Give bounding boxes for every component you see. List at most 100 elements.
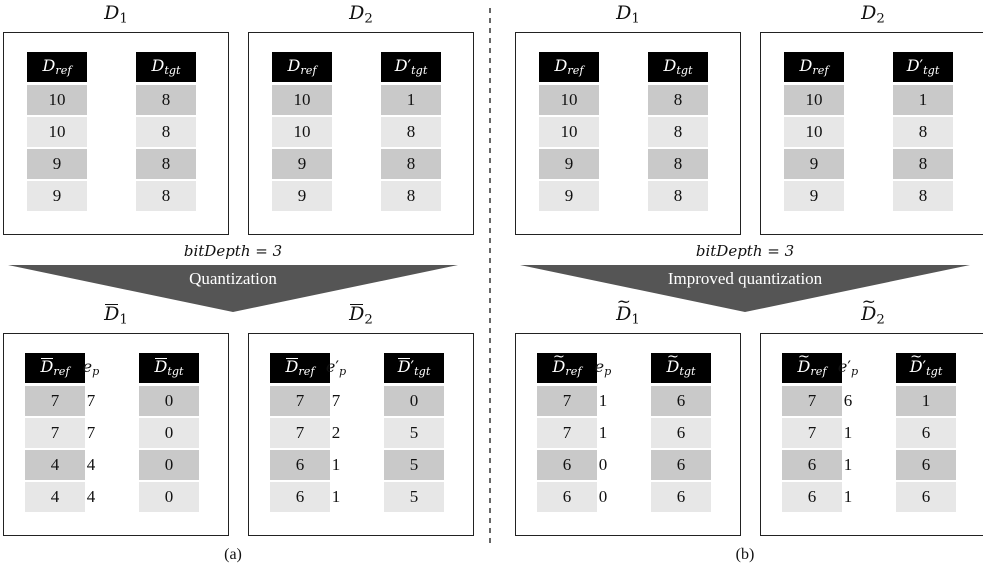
right-bottom-1-title: D1 [588,292,668,327]
left-top-1-tgt-cell: 8 [136,181,196,211]
right-top-2-tgt-header: D′tgt [893,52,953,82]
right-top-1-ref-cell: 10 [539,85,599,115]
left-bottom-1-ref-cell: 4 [25,450,85,480]
left-bottom-1-tgt-cell: 0 [139,482,199,512]
right-top-1-ref-cell: 9 [539,181,599,211]
right-bottom-1-tgt-cell: 6 [651,450,711,480]
right-top-2-tgt-cell: 8 [893,117,953,147]
right-top-2-tgt-cell: 8 [893,181,953,211]
right-caption: (b) [735,546,755,563]
right-bottom-2-tgt-cell: 6 [896,450,956,480]
left-bottom-1-ref-cell: 4 [25,482,85,512]
right-top-2-ref-cell: 9 [784,149,844,179]
left-bottom-1-ref-cell: 7 [25,386,85,416]
right-bottom-1-ref-cell: 7 [537,418,597,448]
right-top-1-ref-cell: 9 [539,149,599,179]
left-top-2-tgt-cell: 8 [381,149,441,179]
right-top-2-ref-cell: 9 [784,181,844,211]
right-top-1-tgt-cell: 8 [648,117,708,147]
right-top-1-title: D1 [616,2,640,27]
left-bottom-1-tgt-cell: 0 [139,418,199,448]
left-bottom-2-ep-cell: 1 [331,455,341,474]
left-bottom-2-tgt-cell: 5 [384,482,444,512]
right-top-2-tgt-cell: 8 [893,149,953,179]
left-bottom-2-tgt-cell: 0 [384,386,444,416]
right-bottom-1-ep-cell: 1 [598,391,608,410]
left-bottom-2-tgt-cell: 5 [384,418,444,448]
left-bottom-1-ep-cell: 7 [86,423,96,442]
left-bottom-1-ep-cell: 4 [86,487,96,506]
left-top-2-ref-header: Dref [272,52,332,82]
left-top-2-tgt-cell: 8 [381,117,441,147]
right-bottom-2-tgt-header: D′tgt [896,349,956,383]
left-top-2-title: D2 [349,2,373,27]
right-bottom-2-title: D2 [833,292,913,327]
left-top-1-title: D1 [104,2,128,27]
left-top-1-tgt-cell: 8 [136,149,196,179]
right-top-2-ref-header: Dref [784,52,844,82]
left-bottom-1-ep-cell: 4 [86,455,96,474]
left-bottom-2-tgt-header: D′tgt [384,353,444,383]
left-bottom-1-ep-cell: 7 [86,391,96,410]
left-top-1-ref-header: Dref [27,52,87,82]
right-bottom-2-ep-cell: 6 [843,391,853,410]
right-bottom-1-ref-cell: 7 [537,386,597,416]
left-bottom-1-tgt-header: Dtgt [139,353,199,383]
right-top-1-ref-header: Dref [539,52,599,82]
right-bitdepth-label: bitDepth = 3 [695,242,795,260]
right-bottom-2-ep-header: e′p [837,357,859,379]
left-bottom-2-ref-cell: 6 [270,450,330,480]
right-top-2-ref-cell: 10 [784,117,844,147]
right-top-2-ref-cell: 10 [784,85,844,115]
right-bottom-2-ep-cell: 1 [843,487,853,506]
quantization-arrow [8,265,458,312]
right-top-2-title: D2 [861,2,885,27]
right-top-1-tgt-cell: 8 [648,181,708,211]
left-top-1-tgt-cell: 8 [136,85,196,115]
right-bottom-1-ep-header: ep [594,357,612,379]
left-bottom-2-ep-header: e′p [325,357,347,379]
right-top-1-tgt-cell: 8 [648,85,708,115]
right-bottom-2-ref-header: Dref [782,349,842,383]
right-arrow-label: Improved quantization [667,269,823,288]
right-bottom-2-ep-cell: 1 [843,455,853,474]
left-top-1-ref-cell: 9 [27,149,87,179]
left-bottom-1-ep-header: ep [82,357,100,379]
left-top-2-tgt-header: D′tgt [381,52,441,82]
left-caption: (a) [224,546,242,563]
right-bottom-2-tgt-cell: 6 [896,482,956,512]
left-bottom-1-ref-cell: 7 [25,418,85,448]
right-bottom-1-tgt-cell: 6 [651,418,711,448]
right-bottom-1-ep-cell: 0 [598,487,608,506]
right-bottom-2-ref-cell: 6 [782,482,842,512]
right-bottom-2-tgt-cell: 6 [896,418,956,448]
left-bottom-1-title: D1 [104,303,128,328]
left-bottom-1-tgt-cell: 0 [139,386,199,416]
left-bottom-2-ep-cell: 2 [331,423,341,442]
left-top-2-ref-cell: 10 [272,85,332,115]
right-bottom-2-ep-cell: 1 [843,423,853,442]
left-bottom-1-ref-header: Dref [25,353,85,383]
left-top-1-ref-cell: 10 [27,117,87,147]
right-bottom-1-ref-cell: 6 [537,482,597,512]
right-bottom-1-tgt-cell: 6 [651,482,711,512]
left-bottom-2-tgt-cell: 5 [384,450,444,480]
left-bottom-2-ref-cell: 7 [270,418,330,448]
right-top-1-ref-cell: 10 [539,117,599,147]
right-bottom-1-ep-cell: 1 [598,423,608,442]
left-arrow-label: Quantization [189,269,277,288]
left-top-2-tgt-cell: 1 [381,85,441,115]
right-bottom-1-ep-cell: 0 [598,455,608,474]
left-top-2-ref-cell: 10 [272,117,332,147]
left-bottom-2-ref-header: Dref [270,353,330,383]
left-bottom-2-title: D2 [349,303,373,328]
left-bottom-2-ref-cell: 6 [270,482,330,512]
left-bitdepth-label: bitDepth = 3 [183,242,283,260]
right-top-1-tgt-header: Dtgt [648,52,708,82]
right-bottom-2-tgt-cell: 1 [896,386,956,416]
left-top-1-ref-cell: 10 [27,85,87,115]
right-bottom-1-tgt-header: Dtgt [651,349,711,383]
left-bottom-2-ep-cell: 1 [331,487,341,506]
right-top-1-tgt-cell: 8 [648,149,708,179]
